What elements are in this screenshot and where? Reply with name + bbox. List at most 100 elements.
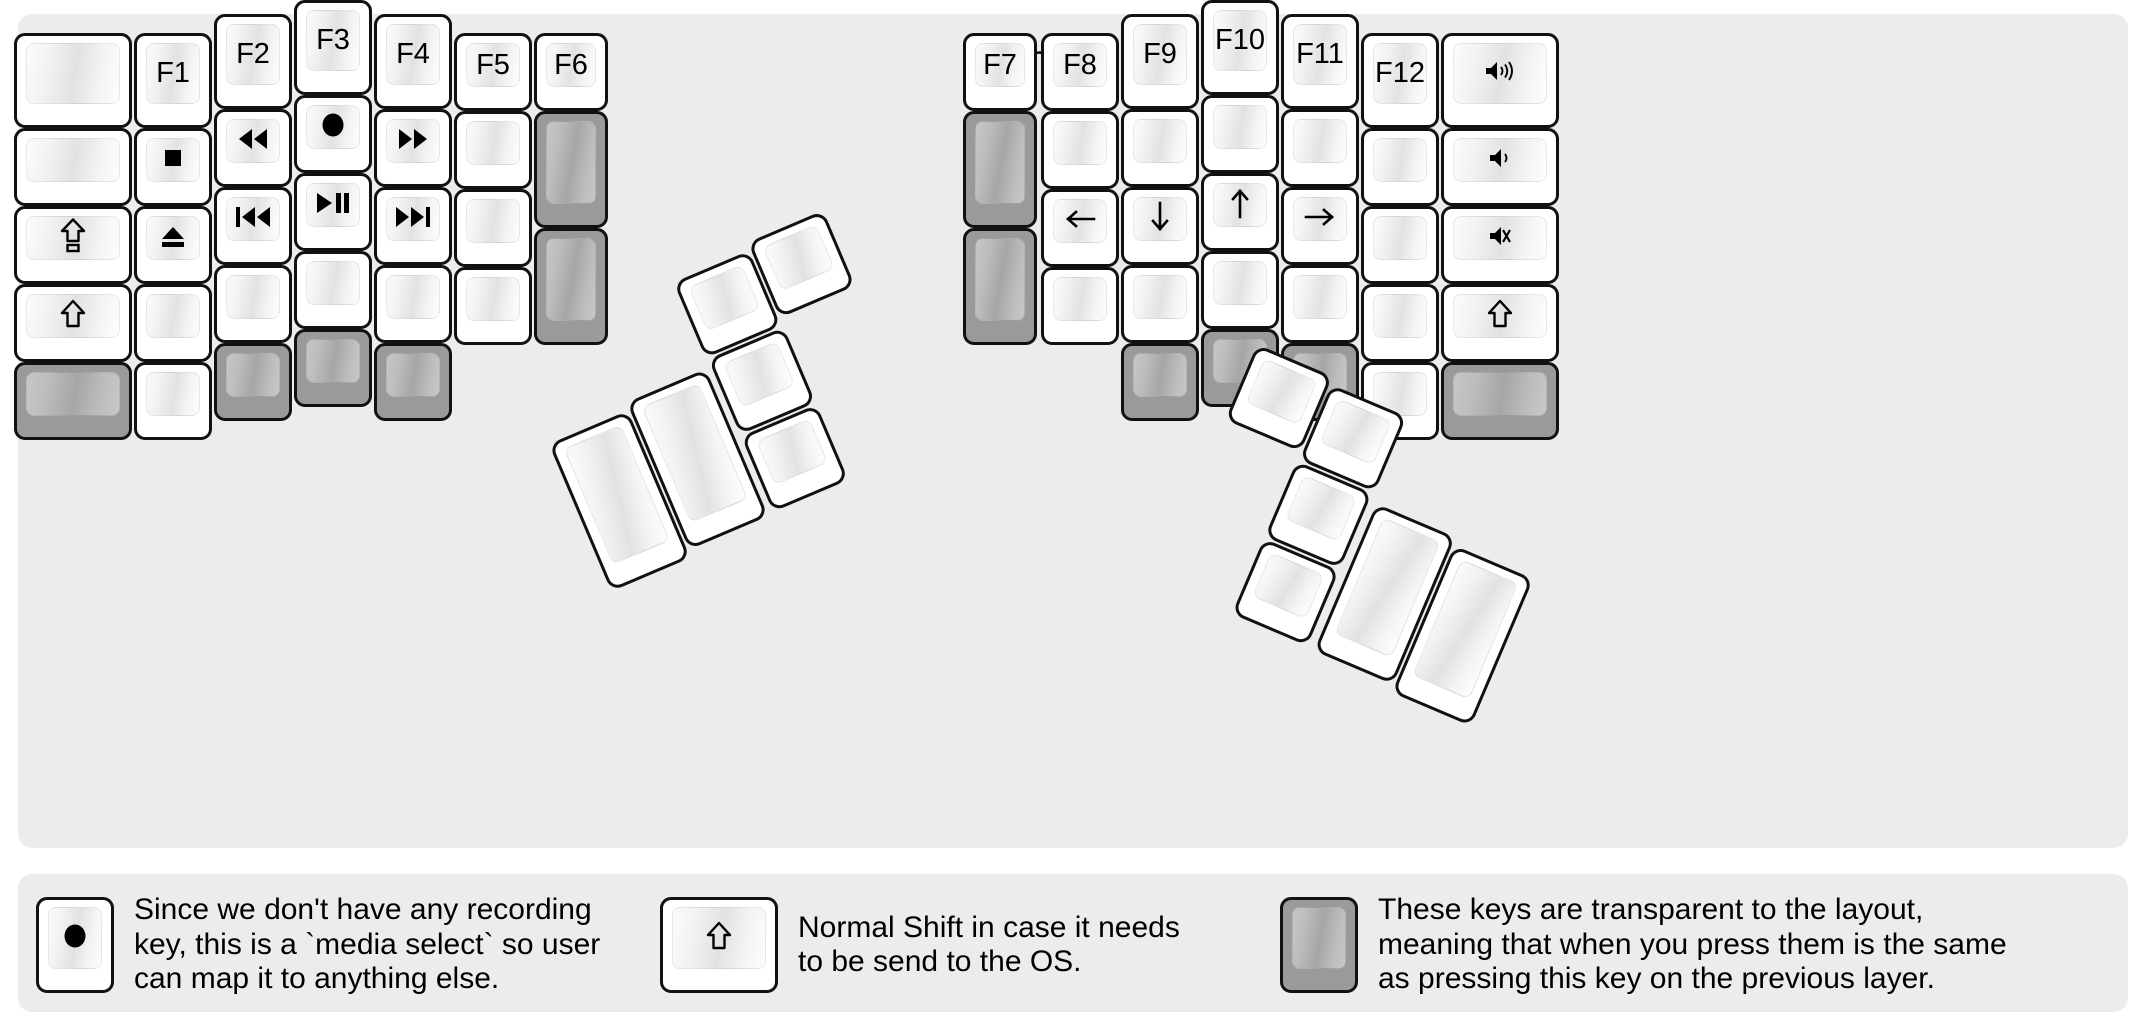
key-col-middle-r2[interactable] xyxy=(1201,173,1279,251)
key-col-inner-extra-r0[interactable]: F7 xyxy=(963,33,1037,111)
key-col-pinky-outer-r4[interactable] xyxy=(1441,362,1559,440)
key-col-pinky-outer-r1[interactable] xyxy=(14,128,132,206)
key-cap xyxy=(226,119,280,163)
media-record-icon xyxy=(60,921,90,956)
legend-panel xyxy=(18,874,2128,1012)
key-cap xyxy=(306,339,360,383)
key-col-middle-r4[interactable] xyxy=(294,329,372,407)
key-col-pinky-r1[interactable] xyxy=(134,128,212,206)
media-stop-icon xyxy=(161,146,185,175)
key-col-ring-r2[interactable] xyxy=(1281,187,1359,265)
key-col-pinky-outer-r0[interactable] xyxy=(14,33,132,128)
key-cap xyxy=(1292,907,1346,969)
key-col-pinky-outer-r1[interactable] xyxy=(1441,128,1559,206)
key-col-inner-extra-r2[interactable] xyxy=(963,228,1037,345)
key-col-index-inner-r0[interactable]: F5 xyxy=(454,33,532,111)
key-label: F10 xyxy=(1215,24,1265,56)
key-cap xyxy=(146,372,200,416)
key-col-middle-r1[interactable] xyxy=(1201,95,1279,173)
key-col-index-r3[interactable] xyxy=(374,265,452,343)
key-col-index-r0[interactable]: F9 xyxy=(1121,14,1199,109)
key-cap: F3 xyxy=(306,10,360,71)
key-cap xyxy=(466,277,520,321)
key-cap xyxy=(26,216,120,260)
key-cap xyxy=(1373,294,1427,338)
key-cap xyxy=(48,907,102,969)
key-col-index-inner-r3[interactable] xyxy=(1041,267,1119,345)
key-col-pinky-outer-r4[interactable] xyxy=(14,362,132,440)
key-col-index-r1[interactable] xyxy=(1121,109,1199,187)
shift-icon xyxy=(60,299,86,334)
key-cap xyxy=(226,275,280,319)
key-col-pinky-outer-r0[interactable] xyxy=(1441,33,1559,128)
key-col-pinky-r3[interactable] xyxy=(1361,284,1439,362)
shift-icon xyxy=(706,921,732,956)
key-col-ring-r2[interactable] xyxy=(214,187,292,265)
key-col-middle-r0[interactable]: F10 xyxy=(1201,0,1279,95)
key-col-index-r4[interactable] xyxy=(374,343,452,421)
key-col-middle-r0[interactable]: F3 xyxy=(294,0,372,95)
key-col-inner-extra-r1[interactable] xyxy=(534,111,608,228)
key-cap xyxy=(546,121,596,204)
key-col-ring-r1[interactable] xyxy=(1281,109,1359,187)
key-col-ring-r3[interactable] xyxy=(1281,265,1359,343)
key-col-index-r4[interactable] xyxy=(1121,343,1199,421)
key-col-pinky-r0[interactable]: F1 xyxy=(134,33,212,128)
key-col-middle-r1[interactable] xyxy=(294,95,372,173)
key-cap xyxy=(1319,398,1392,466)
key-col-index-inner-r1[interactable] xyxy=(454,111,532,189)
key-col-index-inner-r1[interactable] xyxy=(1041,111,1119,189)
key-col-pinky-outer-r3[interactable] xyxy=(1441,284,1559,362)
legend-item: Normal Shift in case it needs to be send… xyxy=(660,890,1180,1000)
key-cap xyxy=(1133,353,1187,397)
key-col-ring-r0[interactable]: F11 xyxy=(1281,14,1359,109)
key-col-inner-extra-r0[interactable]: F6 xyxy=(534,33,608,111)
key-col-index-inner-r0[interactable]: F8 xyxy=(1041,33,1119,111)
key-cap: F5 xyxy=(466,43,520,87)
key-col-ring-r0[interactable]: F2 xyxy=(214,14,292,109)
key-col-middle-r3[interactable] xyxy=(294,251,372,329)
key-label: F7 xyxy=(983,48,1017,81)
key-col-inner-extra-r1[interactable] xyxy=(963,111,1037,228)
key-cap xyxy=(466,199,520,243)
key-col-ring-r4[interactable] xyxy=(214,343,292,421)
key-cap xyxy=(306,183,360,227)
key-col-pinky-outer-r2[interactable] xyxy=(1441,206,1559,284)
key-cap xyxy=(1453,216,1547,260)
key-col-pinky-r1[interactable] xyxy=(1361,128,1439,206)
key-col-inner-extra-r2[interactable] xyxy=(534,228,608,345)
key-col-index-r2[interactable] xyxy=(1121,187,1199,265)
key-col-pinky-r2[interactable] xyxy=(1361,206,1439,284)
volume-mute-icon xyxy=(1487,224,1513,253)
key-col-pinky-outer-r2[interactable] xyxy=(14,206,132,284)
key-col-pinky-r2[interactable] xyxy=(134,206,212,284)
key-cap: F12 xyxy=(1373,43,1427,104)
key-col-index-inner-r2[interactable] xyxy=(454,189,532,267)
key-col-index-inner-r2[interactable] xyxy=(1041,189,1119,267)
key-col-pinky-r4[interactable] xyxy=(134,362,212,440)
caps-lock-icon xyxy=(60,217,86,259)
key-col-index-r1[interactable] xyxy=(374,109,452,187)
legend-description: Since we don't have any recording key, t… xyxy=(134,893,601,996)
key-col-ring-r3[interactable] xyxy=(214,265,292,343)
key-cap xyxy=(1453,138,1547,182)
key-cap xyxy=(762,224,835,292)
key-cap xyxy=(1453,294,1547,338)
key-col-middle-r3[interactable] xyxy=(1201,251,1279,329)
key-col-index-r3[interactable] xyxy=(1121,265,1199,343)
media-next-track-icon xyxy=(394,206,432,233)
key-cap: F4 xyxy=(386,24,440,85)
key-col-pinky-r0[interactable]: F12 xyxy=(1361,33,1439,128)
media-record-icon xyxy=(318,110,348,145)
key-col-index-r0[interactable]: F4 xyxy=(374,14,452,109)
key-col-index-r2[interactable] xyxy=(374,187,452,265)
key-col-index-inner-r3[interactable] xyxy=(454,267,532,345)
media-rewind-icon xyxy=(236,128,270,155)
key-col-middle-r2[interactable] xyxy=(294,173,372,251)
shift-icon xyxy=(1487,299,1513,334)
key-cap xyxy=(1293,119,1347,163)
key-col-pinky-r3[interactable] xyxy=(134,284,212,362)
key-cap xyxy=(146,138,200,182)
key-col-ring-r1[interactable] xyxy=(214,109,292,187)
key-col-pinky-outer-r3[interactable] xyxy=(14,284,132,362)
